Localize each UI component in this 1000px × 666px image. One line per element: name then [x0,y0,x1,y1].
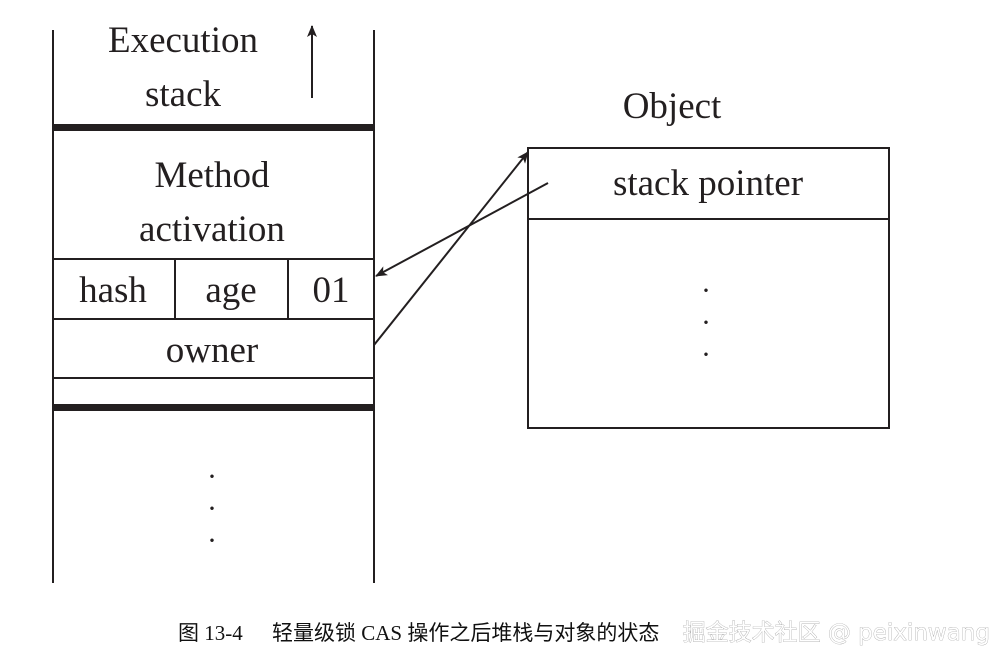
object-stack-pointer-field: stack pointer [613,163,803,204]
stack-ellipsis-dot-3: · [207,524,217,557]
object: Object stack pointer · · · [527,86,890,429]
stack-ellipsis-dot-2: · [207,492,217,525]
execution-stack: Execution stack Method activation hash a… [52,20,375,583]
stack-ellipsis-dot-1: · [207,460,217,493]
figure-caption-text: 轻量级锁 CAS 操作之后堆栈与对象的状态 [272,621,659,645]
stack-pointer-arrow [375,182,549,277]
object-title: Object [623,86,722,127]
object-box [527,147,890,429]
stack-top-thick-divider [53,124,374,131]
owner-pointer-arrow [373,151,529,346]
figure-caption: 图 13-4 轻量级锁 CAS 操作之后堆栈与对象的状态 [178,621,659,645]
stack-bottom-thick-divider [53,404,374,411]
object-ellipsis-dot-2: · [701,306,711,339]
stack-title-line1: Execution [108,20,258,61]
figure-number: 图 13-4 [178,621,243,645]
watermark: 掘金技术社区 @ peixinwang [683,620,990,646]
object-ellipsis-dot-1: · [701,274,711,307]
hash-cell: hash [79,270,147,311]
owner-cell: owner [166,330,258,371]
object-ellipsis-dot-3: · [701,338,711,371]
stack-title-line2: stack [145,74,222,115]
age-cell: age [205,270,256,311]
method-activation-line2: activation [139,209,285,250]
lock-flag-cell: 01 [313,270,350,311]
method-activation-line1: Method [154,155,270,196]
